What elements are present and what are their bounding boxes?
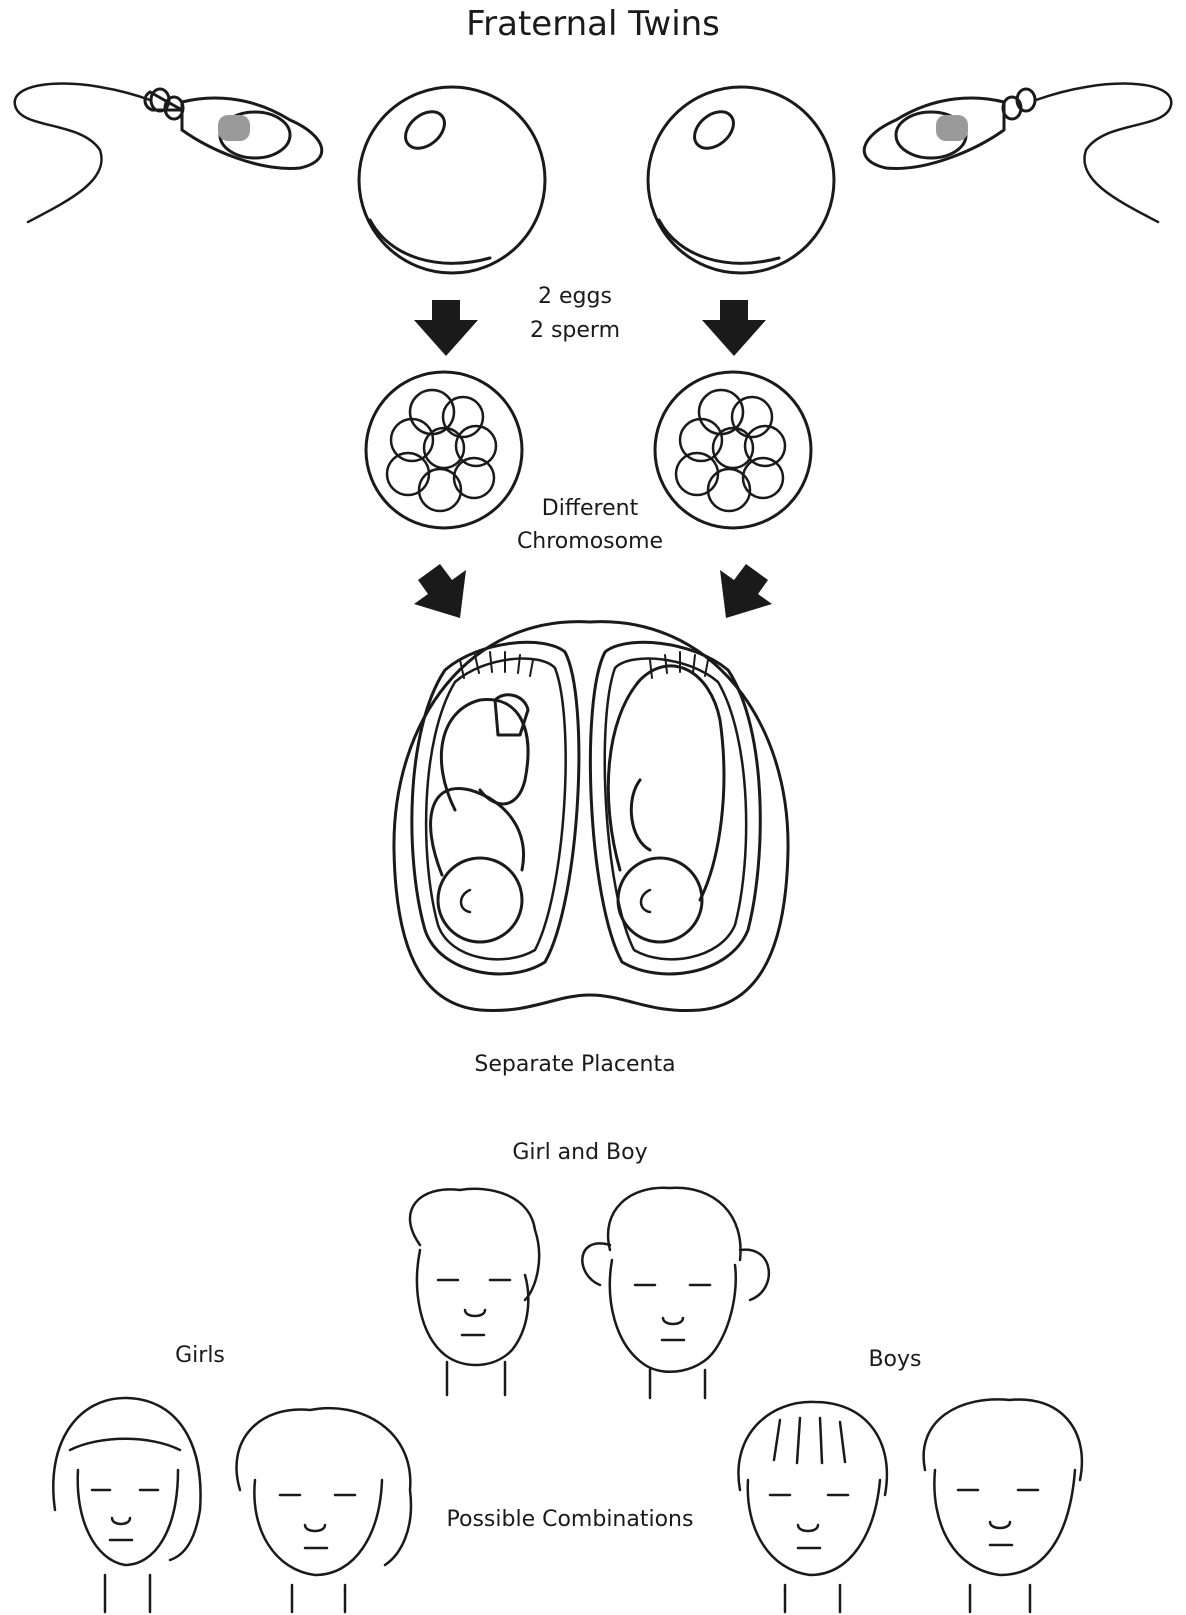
placenta-label: Separate Placenta bbox=[445, 1052, 705, 1077]
sperm-left-icon bbox=[15, 84, 322, 222]
face-girl-top-icon bbox=[582, 1188, 769, 1398]
uterus-twins-icon bbox=[394, 622, 788, 1011]
face-boy-curly-icon bbox=[924, 1399, 1082, 1612]
diagonal-arrow-right-icon bbox=[720, 564, 772, 618]
sperm-label: 2 sperm bbox=[505, 314, 645, 348]
eggs-label: 2 eggs bbox=[505, 280, 645, 314]
amniotic-sac-right-icon bbox=[590, 642, 760, 974]
egg-left-icon bbox=[359, 87, 545, 273]
girls-label: Girls bbox=[160, 1343, 240, 1368]
chromosome-label: Different Chromosome bbox=[490, 492, 690, 558]
diagonal-arrow-left-icon bbox=[414, 564, 466, 618]
down-arrow-right-icon bbox=[702, 300, 766, 356]
down-arrow-left-icon bbox=[414, 300, 478, 356]
amniotic-sac-left-icon bbox=[412, 642, 579, 974]
face-girl-curly-icon bbox=[236, 1408, 410, 1612]
boys-label: Boys bbox=[855, 1347, 935, 1372]
chromosome-label-line-1: Different bbox=[490, 492, 690, 525]
eggs-sperm-label: 2 eggs 2 sperm bbox=[505, 280, 645, 348]
chromosome-label-line-2: Chromosome bbox=[490, 525, 690, 558]
egg-right-icon bbox=[648, 87, 834, 273]
combinations-label: Possible Combinations bbox=[420, 1507, 720, 1532]
face-boy-bangs-icon bbox=[738, 1402, 886, 1612]
face-boy-top-icon bbox=[410, 1189, 539, 1395]
girl-boy-label: Girl and Boy bbox=[480, 1140, 680, 1165]
face-girl-bob-icon bbox=[53, 1398, 200, 1612]
sperm-right-icon bbox=[864, 84, 1171, 222]
diagram-title: Fraternal Twins bbox=[393, 4, 793, 44]
